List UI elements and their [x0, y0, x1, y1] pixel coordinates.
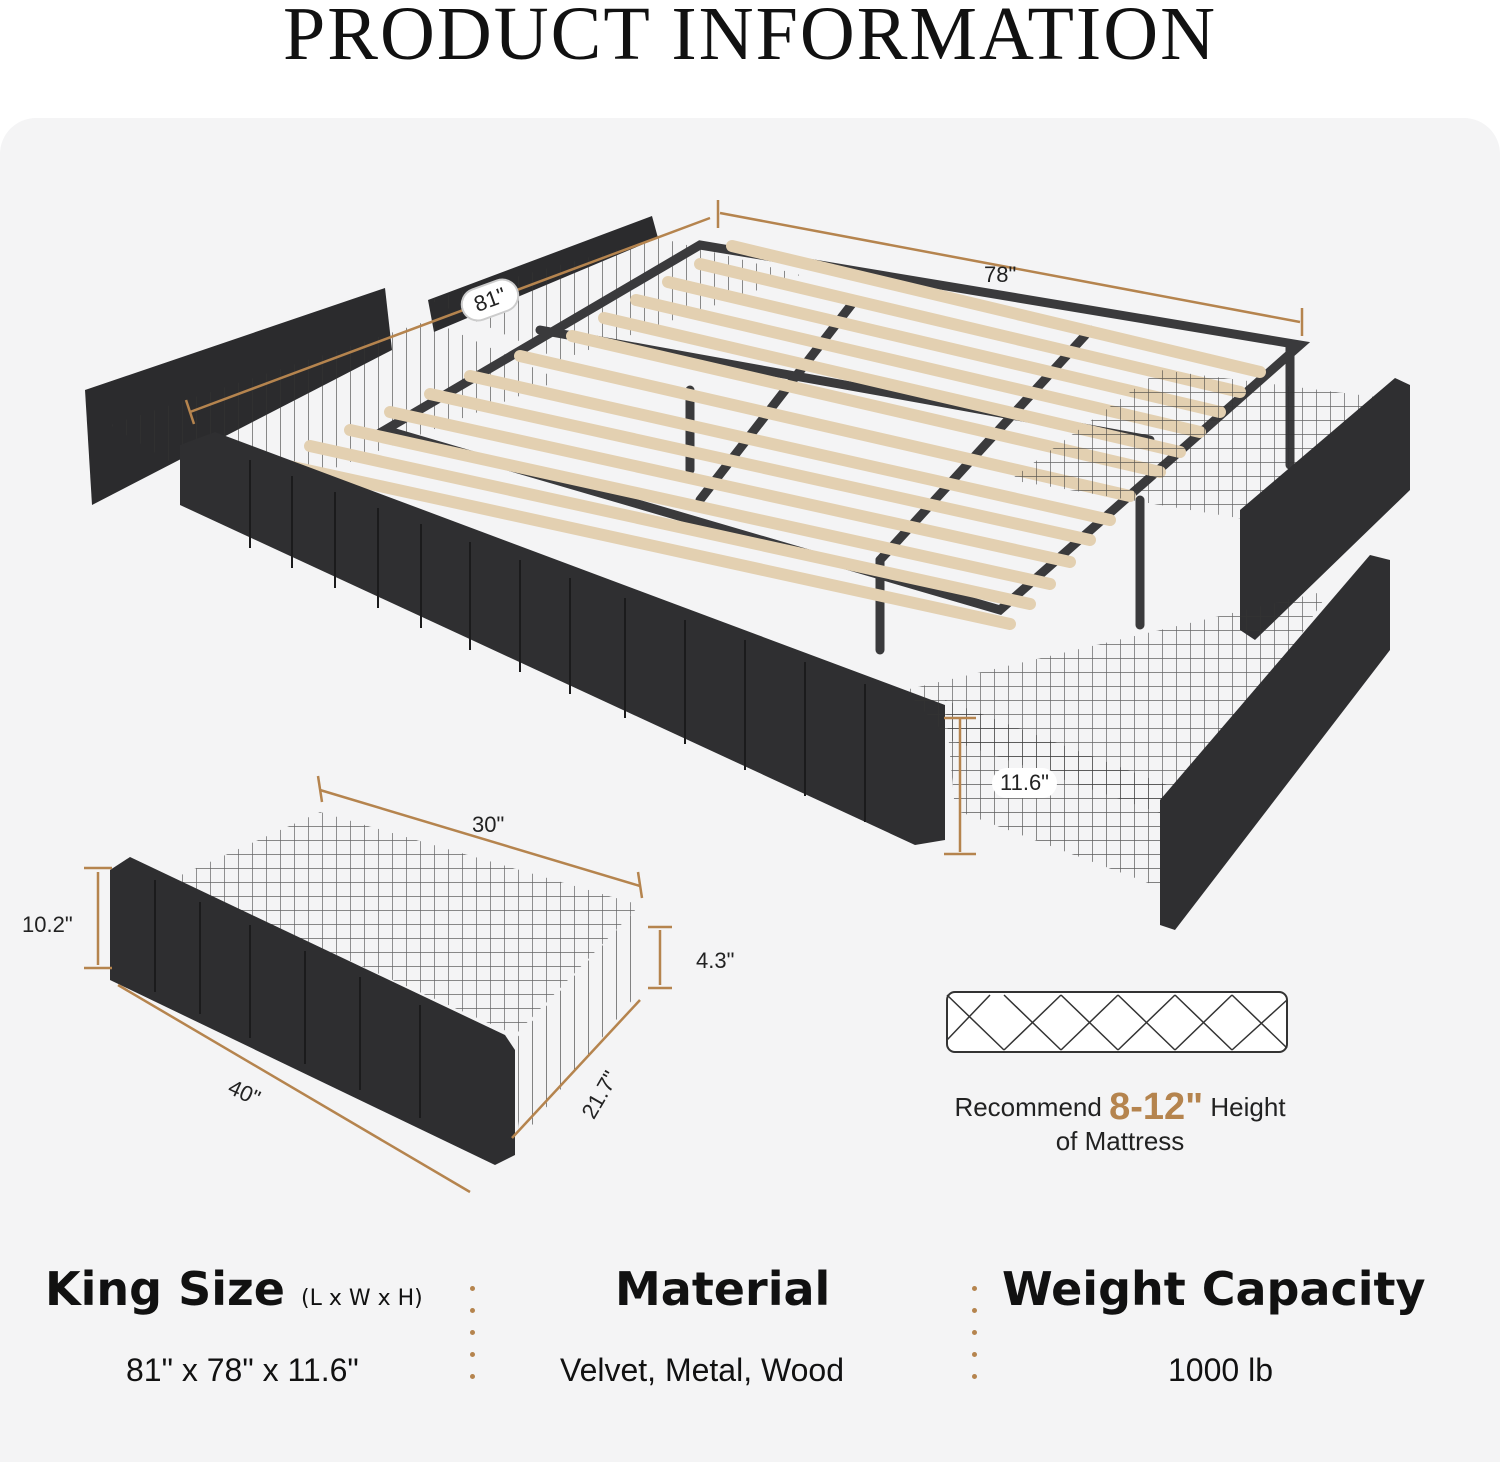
spec-weight-value: 1000 lb [1168, 1352, 1273, 1388]
spec-title-size: King Size (L x W x H) [45, 1262, 423, 1316]
rec-line2: of Mattress [1055, 1126, 1185, 1156]
spec-size-value: 81" x 78" x 11.6" [126, 1352, 359, 1388]
drawer-front-height-label: 10.2" [22, 912, 73, 937]
spec-weight-title: Weight Capacity [1002, 1262, 1426, 1316]
mattress-recommendation: Recommend 8-12" Height of Mattress [895, 1088, 1345, 1158]
spec-size-unit: (L x W x H) [301, 1286, 423, 1311]
right-drawer-bottom [905, 555, 1390, 930]
dimension-lines [84, 200, 1304, 1194]
right-drawer-top [1010, 370, 1410, 640]
spec-material-value: Velvet, Metal, Wood [560, 1352, 844, 1388]
mattress-icon [946, 991, 1288, 1053]
front-side-rail [180, 432, 945, 845]
spec-size-title: King Size [45, 1262, 285, 1316]
rec-highlight: 8-12" [1109, 1086, 1204, 1128]
bed-height-label: 11.6" [992, 768, 1057, 798]
divider-2 [972, 1286, 978, 1396]
drawer-depth-label: 30" [472, 812, 505, 837]
rec-suffix: Height [1210, 1092, 1286, 1122]
page-title: PRODUCT INFORMATION [283, 0, 1217, 76]
bed-width-label: 78" [984, 262, 1017, 287]
rec-prefix: Recommend [954, 1092, 1102, 1122]
standalone-drawer [110, 812, 640, 1165]
divider-1 [470, 1286, 476, 1396]
drawer-basket-height-label: 4.3" [696, 948, 735, 973]
spec-material-title: Material [615, 1262, 831, 1316]
